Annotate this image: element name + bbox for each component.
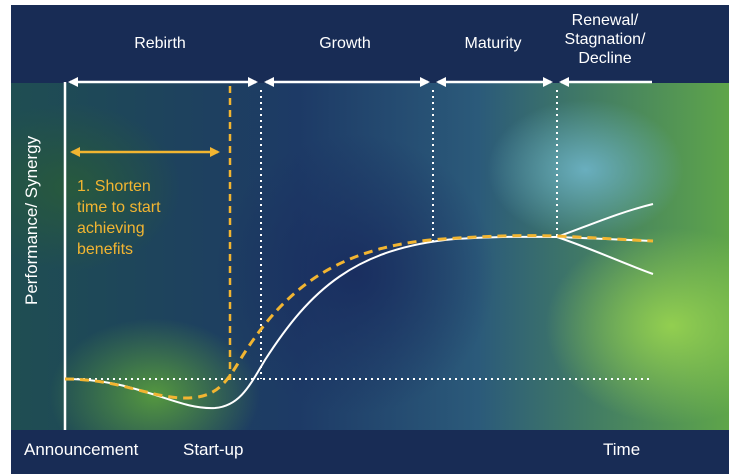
phase-label-growth: Growth xyxy=(319,35,371,52)
x-axis-label-announcement: Announcement xyxy=(24,440,139,459)
phase-label-rebirth: Rebirth xyxy=(134,35,186,52)
note-line-4: benefits xyxy=(77,241,134,258)
decline-branch-curve xyxy=(556,236,654,275)
phase-label-renewal-line-1: Renewal/ xyxy=(571,12,639,29)
note-line-1: 1. Shorten xyxy=(77,178,151,195)
phase-label-renewal-line-2: Stagnation/ xyxy=(564,31,646,48)
time-axis-band xyxy=(11,430,729,474)
y-axis-label: Performance/ Synergy xyxy=(22,135,41,305)
renewal-branch-curve xyxy=(556,203,654,238)
note-line-2: time to start xyxy=(77,199,161,216)
original-performance-curve xyxy=(64,235,558,410)
shorten-time-note: 1. Shorten time to start achieving benef… xyxy=(77,176,207,260)
phase-label-renewal-line-3: Decline xyxy=(578,50,632,67)
note-line-3: achieving xyxy=(77,220,145,237)
phase-label-renewal: Renewal/ Stagnation/ Decline xyxy=(545,11,665,68)
phase-header-band xyxy=(11,5,729,83)
improved-performance-curve xyxy=(64,234,654,400)
x-axis-label-time: Time xyxy=(603,440,641,459)
x-axis-label-startup: Start-up xyxy=(183,440,244,459)
phase-label-maturity: Maturity xyxy=(464,35,522,52)
